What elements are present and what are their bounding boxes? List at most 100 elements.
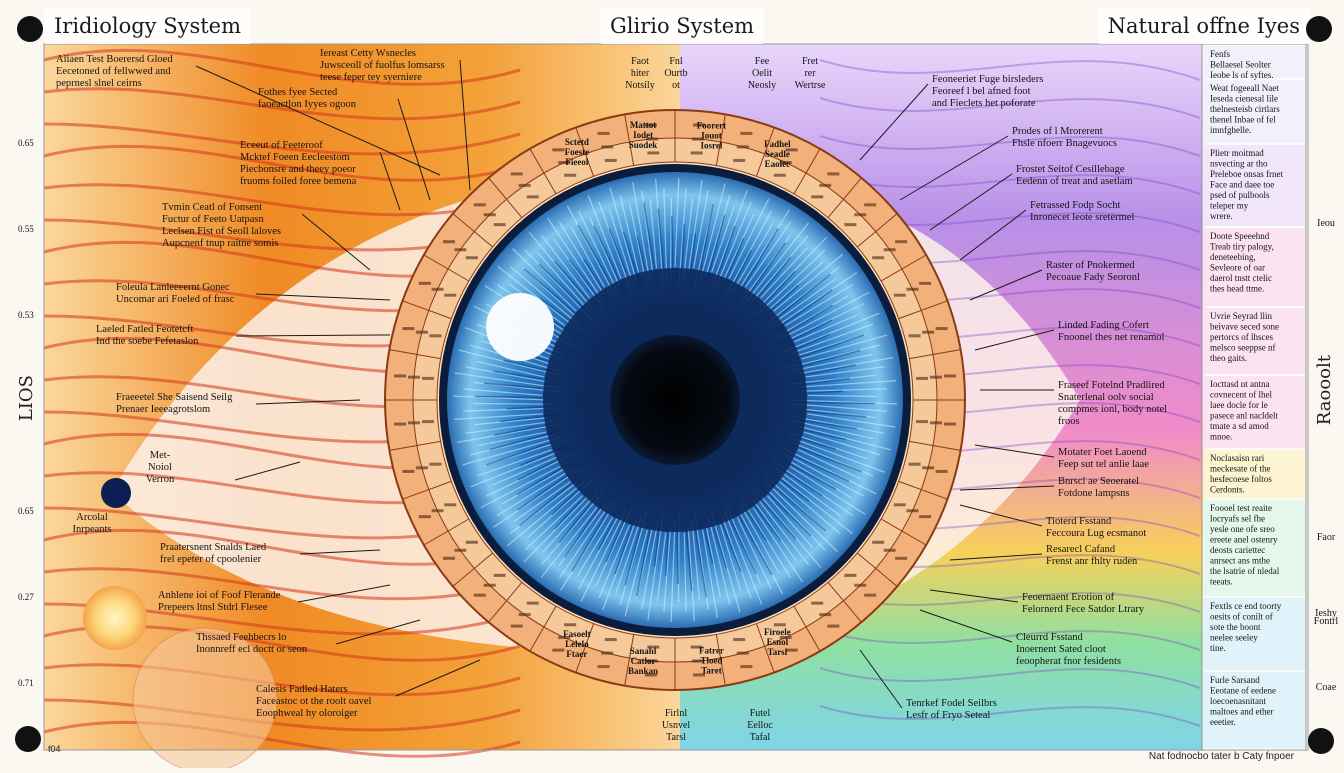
ring-label-bottom: Esnol [767, 637, 789, 647]
info-panel-text: maltoes and ether [1210, 707, 1273, 717]
ring-label-top: Iodet [633, 130, 653, 140]
ring-text-mark [844, 223, 856, 226]
ring-text-mark [884, 248, 896, 251]
ring-label-bottom: Tloed [700, 655, 722, 665]
info-panel-text: Treab tiry palogy, [1210, 242, 1274, 252]
chart-title-left: Iridiology System [44, 8, 251, 44]
info-panel-text: beivave seced sone [1210, 322, 1279, 332]
ring-text-mark [936, 327, 948, 330]
info-panel-text: Weat fogeeall Naet [1210, 83, 1279, 93]
chart-title-right: Natural offne Iyes [1098, 8, 1310, 44]
info-panel-text: teleper my [1210, 201, 1249, 211]
ring-label-bottom: Bankan [628, 666, 658, 676]
info-panel-text: Face and daee toe [1210, 180, 1274, 190]
callout-text: Eecetoned of fellwwed and [56, 66, 171, 77]
ring-text-mark [466, 541, 478, 544]
callout-text: Laeled Fatled Feotetcft [96, 324, 193, 335]
callout-text: Verron [146, 474, 175, 485]
callout-text: Eceeut of Feeteroof [240, 140, 323, 151]
callout-text: Tenrkef Fodel Seilbrs [906, 698, 997, 709]
info-panel-text: deneteebing, [1210, 252, 1256, 262]
info-panel-text: Cerdonts. [1210, 485, 1245, 495]
info-panel-text: psed of pulbools [1210, 190, 1270, 200]
ring-label-bottom: Fatrer [699, 645, 724, 655]
ring-label-top: Fadhel [764, 139, 791, 149]
callout-text: and Fieclets het poforate [932, 98, 1036, 109]
ring-text-mark [864, 594, 876, 597]
info-panel-text: teeats. [1210, 577, 1233, 587]
top-spoke-label: Ourtb [664, 68, 687, 79]
ring-text-mark [894, 294, 906, 297]
ring-text-mark [552, 148, 564, 151]
ring-text-mark [519, 184, 531, 187]
ring-text-mark [811, 195, 823, 198]
info-panel-text: melsco seeppse nf [1210, 343, 1275, 353]
ring-text-mark [429, 334, 441, 337]
top-spoke-label: rer [804, 68, 816, 79]
callout-text: Fuctur of Feeto Uatpasn [162, 214, 265, 225]
ring-text-mark [854, 584, 866, 587]
ring-text-mark [774, 174, 786, 177]
ring-text-mark [408, 376, 420, 379]
ring-text-mark [740, 665, 752, 668]
ring-text-mark [936, 470, 948, 473]
left-axis-tick: 0.53 [18, 310, 34, 320]
top-spoke-label: Neosly [748, 80, 776, 91]
ring-label-top: Sctetd [565, 137, 589, 147]
inner-corner-dot [101, 478, 131, 508]
callout-text: Feep sut tel anlie laae [1058, 459, 1149, 470]
bottom-spoke-label: Eelloc [747, 720, 773, 731]
callout-text: Noiol [148, 462, 172, 473]
callout-text: Aupcnenf tnup raitne somis [162, 238, 278, 249]
ring-text-mark [872, 256, 884, 259]
ring-text-mark [527, 602, 539, 605]
callout-text: Inonnreff ecl doctt or seon [196, 644, 308, 655]
info-panel-text: thelnesteisb cirtlars [1210, 104, 1280, 114]
top-spoke-label: hiter [631, 68, 650, 79]
callout-text: Resarecl Cafand [1046, 544, 1116, 555]
callout-text: Linded Fading Cofert [1058, 320, 1149, 331]
ring-text-mark [466, 256, 478, 259]
info-panel-text: Plietr moitmad [1210, 148, 1264, 158]
callout-text: Frenst anr fhlty ruden [1046, 556, 1138, 567]
info-panel-text: laee docle for le [1210, 400, 1268, 410]
ring-text-mark [922, 466, 934, 469]
callout-text: Fhsle nfoerr Bnagevuocs [1012, 138, 1117, 149]
info-panel-text: Furle Sarsand [1210, 675, 1260, 685]
info-panel-text: hesfecoese foltos [1210, 474, 1272, 484]
callout-text: Inoernent Sated cloot [1016, 644, 1106, 655]
callout-text: frel epeter of cpoolenier [160, 554, 262, 565]
ring-text-mark [827, 172, 839, 175]
ring-text-mark [494, 574, 506, 577]
callout-text: Aiiaen Test Boerersd Gloed [56, 54, 173, 65]
top-spoke-label: Faot [631, 56, 649, 67]
ring-text-mark [919, 515, 931, 518]
info-panel-text: anrsect ans mthe [1210, 556, 1270, 566]
ring-text-mark [419, 282, 431, 285]
ring-text-mark [944, 374, 956, 377]
ring-text-mark [394, 374, 406, 377]
ring-text-mark [408, 421, 420, 424]
top-spoke-label: Notsily [625, 80, 654, 91]
ring-text-mark [474, 594, 486, 597]
info-panel-text: mnoe. [1210, 432, 1232, 442]
info-panel-text: Fextls ce end toorty [1210, 601, 1282, 611]
ring-text-mark [895, 240, 907, 243]
ring-text-mark [564, 174, 576, 177]
ring-text-mark [601, 145, 613, 148]
callout-text: Eedenn of treat and asetlam [1016, 176, 1133, 187]
callout-text: Tioterd Fsstand [1046, 516, 1112, 527]
top-spoke-label: Fee [755, 56, 770, 67]
footer-code: f04 [48, 744, 61, 754]
ring-text-mark [511, 172, 523, 175]
ring-label-bottom: Lelelo [565, 639, 589, 649]
info-panel-text: ereete anel ostenry [1210, 535, 1278, 545]
ring-label-top: Seadle [765, 149, 790, 159]
left-axis-tick: 0.55 [18, 224, 34, 234]
ring-text-mark [444, 503, 456, 506]
callout-text: Pecoaue Fady Seoronl [1046, 272, 1140, 283]
